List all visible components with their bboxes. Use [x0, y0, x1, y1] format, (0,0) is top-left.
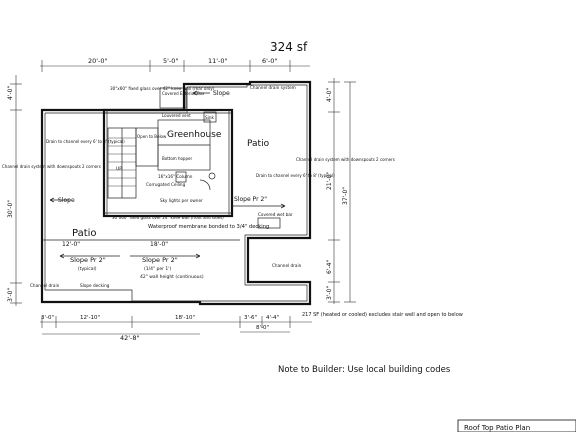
label-wall-height: 42" wall height (continuous) — [140, 274, 204, 280]
label-channel-drain-r: Channel drain — [272, 263, 302, 268]
title-block-box — [457, 419, 576, 432]
dim-right-1: 4'-0" — [326, 88, 333, 102]
area-note: 217 SF (heated or cooled) excludes stair… — [302, 312, 463, 318]
label-louvered-vent: Louvered vent — [162, 113, 191, 118]
label-greenhouse: Greenhouse — [167, 130, 222, 140]
label-slope-left: Slope — [58, 197, 75, 204]
label-slope-right: Slope Pr 2" — [234, 196, 267, 203]
label-waterproof: Waterproof membrane bonded to 3/4" decki… — [148, 224, 269, 230]
title-block: Roof Top Patio Plan — [464, 424, 530, 432]
label-patio-right: Patio — [247, 139, 270, 149]
dim-right-2: 21'-0" — [326, 172, 333, 190]
dim-bottom-4: 3'-6" — [244, 315, 257, 321]
right-dimension-line: 4'-0" 21'-0" 6'-4" 3'-0" 37'-0" — [326, 78, 356, 304]
dim-bottom-2: 12'-10" — [80, 315, 100, 321]
builder-note: Note to Builder: Use local building code… — [278, 365, 451, 375]
plan-labels: Channel drain system Covered Exterior Bo… — [2, 85, 395, 288]
label-slope-decking: Slope decking — [80, 283, 110, 288]
dim-bottom-right: 8'-0" — [256, 325, 269, 331]
dim-bottom-overall: 42'-8" — [120, 334, 140, 342]
label-open-below: Open to Below — [137, 134, 167, 139]
dim-left-3: 3'-0" — [7, 288, 14, 302]
label-glass-top: 30"x60" fixed glass over 42" knee wall (… — [110, 86, 215, 91]
dim-bottom-1: 3'-0" — [41, 315, 54, 321]
label-channel-drain-top: Channel drain system — [250, 85, 296, 90]
label-stair-up: UP — [116, 166, 122, 172]
slope-arrow-right — [232, 203, 286, 209]
slope-arrow-a — [59, 253, 120, 259]
label-channel-left: Channel drain system with downspouts 2 c… — [2, 164, 101, 169]
label-sky-lights: Sky lights per owner — [160, 198, 203, 203]
slope-arrow-b — [130, 253, 201, 259]
label-slope-a-sub: (typical) — [78, 266, 97, 272]
label-channel-drain-l: Channel drain — [30, 283, 60, 288]
label-dim-18: 18'-0" — [150, 241, 168, 248]
label-dim-12: 12'-0" — [62, 241, 80, 248]
dim-top-1: 20'-0" — [88, 57, 108, 65]
bottom-dimension-line: 3'-0" 12'-10" 18'-10" 3'-6" 4'-4" 8'-0" … — [40, 315, 312, 342]
label-slope-top: Slope — [213, 90, 230, 97]
label-glass-bottom: 30"x60" fixed glass over 24" knee wall (… — [112, 215, 224, 220]
label-channel-right: Channel drain system with downspouts 2 c… — [296, 157, 395, 162]
dim-top-2: 5'-0" — [163, 57, 178, 65]
dim-left-1: 4'-0" — [7, 86, 14, 100]
label-column: 16"x16" Column — [158, 174, 193, 179]
dim-right-3: 6'-4" — [326, 260, 333, 274]
label-patio-left: Patio — [72, 228, 97, 239]
label-drain-left: Drain to channel every 6' to 8' (typical… — [46, 139, 125, 144]
slope-arrow-top — [192, 90, 210, 96]
dim-bottom-3: 18'-10" — [175, 315, 195, 321]
area-title: 324 sf — [270, 40, 308, 54]
dim-right-4: 3'-0" — [326, 286, 333, 300]
dim-right-overall: 37'-0" — [342, 187, 349, 205]
building-outline — [40, 80, 312, 306]
label-bottom-hopper: Bottom hopper — [162, 156, 192, 161]
dim-top-4: 6'-0" — [262, 57, 277, 65]
dim-bottom-5: 4'-4" — [266, 315, 279, 321]
label-slope-a: Slope Pr 2" — [70, 256, 106, 264]
slope-arrow-left — [49, 197, 70, 203]
label-slope-b: Slope Pr 2" — [142, 256, 178, 264]
label-covered-exterior-box: Covered Exterior Box — [162, 91, 205, 96]
label-sink: Sink — [205, 115, 214, 120]
dim-top-3: 11'-0" — [208, 57, 228, 65]
label-slope-b-sub: (1/4" per 1') — [144, 266, 172, 272]
top-dimension-line: 20'-0" 5'-0" 11'-0" 6'-0" — [40, 57, 310, 72]
label-corrugated-ceiling: Corrugated Ceiling — [146, 182, 186, 187]
left-dimension-line: 4'-0" 30'-0" 3'-0" — [7, 75, 22, 306]
dim-left-2: 30'-0" — [7, 200, 14, 218]
label-covered-wet-bar: Covered wet bar — [258, 212, 293, 217]
label-drain-right: Drain to channel every 6' to 8' (typical… — [256, 173, 335, 178]
